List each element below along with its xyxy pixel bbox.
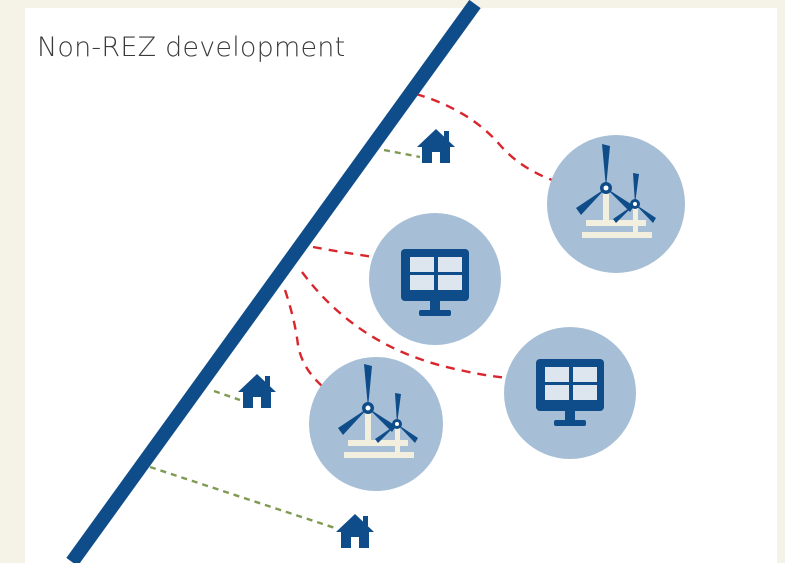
connection-wind-bottom bbox=[283, 289, 323, 387]
wind-turbine-icon bbox=[338, 364, 418, 458]
transmission-line bbox=[66, 0, 481, 563]
connection-solar-middle bbox=[312, 245, 381, 260]
house-line-bottom bbox=[149, 465, 336, 530]
green-connections bbox=[149, 148, 421, 530]
wind-turbine-icon bbox=[576, 144, 656, 238]
connection-solar-right bbox=[301, 271, 511, 380]
page-title: Non-REZ development bbox=[37, 32, 346, 63]
house-line-middle bbox=[213, 389, 241, 402]
red-connections bbox=[283, 92, 553, 387]
house-icon bbox=[336, 514, 374, 548]
wind-farm-node-top bbox=[547, 135, 685, 273]
house-icon bbox=[417, 129, 455, 163]
wind-farm-node-bottom bbox=[309, 357, 443, 491]
house-icon bbox=[238, 374, 276, 408]
house-line-top bbox=[383, 148, 421, 159]
